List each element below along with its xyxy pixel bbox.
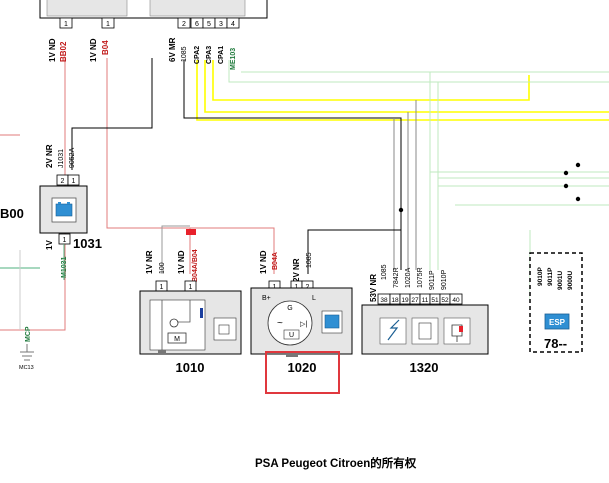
module-1020-left-label: 1V ND (259, 250, 268, 274)
module-1320-wire-1: 1085 (381, 264, 388, 280)
mcp-ground: MCP MC13 (19, 326, 34, 371)
module-1320-pin-5: 11 (422, 297, 429, 304)
top-pin-7: 4 (231, 21, 235, 28)
top-label-1vnd-a: 1V ND (48, 38, 57, 62)
module-1020-left-wire: B04A (272, 252, 279, 270)
top-pin-5: 5 (207, 21, 211, 28)
module-1010-pin-1: 1 (160, 284, 164, 291)
copyright-footer: PSA Peugeot Citroen的所有权 (255, 456, 417, 470)
svg-text:~: ~ (277, 318, 283, 329)
top-pin-6: 3 (219, 21, 223, 28)
top-wire-bb02: BB02 (59, 41, 68, 62)
battery-icon (55, 203, 73, 217)
regulator-icon (324, 314, 340, 329)
module-1320-connector: 53V NR (369, 274, 378, 302)
module-1031-id: 1031 (73, 236, 102, 251)
top-wire-cpa1: CPA1 (218, 46, 225, 64)
module-1020-right-wire: 1085 (306, 252, 313, 268)
module-1020: 1V ND B04A 2V NR 1085 1 1 2 B+ L G ~ ▷| … (250, 250, 353, 394)
module-1020-terminal-g: G (287, 305, 292, 312)
module-1031-connector-label: 2V NR (45, 144, 54, 168)
esp-module: 9010P 9011P 9001U 9000U ESP 78-- (529, 252, 583, 353)
top-wire-cpa3: CPA3 (206, 46, 213, 64)
esp-wire-4: 9000U (567, 271, 574, 290)
module-1031-wire-9052a: 9052A (69, 147, 76, 168)
svg-text:▷|: ▷| (300, 321, 307, 328)
module-1020-terminal-u: U (289, 332, 294, 339)
top-pin-2: 1 (106, 21, 110, 28)
module-1031-pin-bottom: 1 (63, 237, 67, 244)
module-1320-wire-4: 1075R (417, 267, 424, 288)
module-1320-pin-4: 27 (411, 297, 419, 304)
module-1320-pin-8: 40 (452, 297, 460, 304)
svg-text:M: M (174, 336, 180, 343)
module-1031-pin-2: 2 (61, 178, 65, 185)
module-1031-wire-j1031: J1031 (58, 149, 65, 168)
module-1031-pin-1: 1 (72, 178, 76, 185)
module-1320: 53V NR 1085 7842R 1020A 1075R 9011P 9010… (361, 264, 489, 375)
module-1010-right-wire: B04A/B04 (192, 249, 199, 282)
module-1320-pin-2: 18 (391, 297, 399, 304)
top-wire-b04: B04 (101, 40, 110, 55)
top-label-1vnd-b: 1V ND (89, 38, 98, 62)
module-1010-id: 1010 (176, 360, 205, 375)
highlight-box (265, 351, 340, 394)
top-pin-3: 2 (182, 21, 186, 28)
red-connector-marker (186, 229, 196, 235)
top-pin-1: 1 (64, 21, 68, 28)
module-1020-right-label: 2V NR (292, 258, 301, 282)
top-module: 1 1 2 6 5 3 4 1V ND BB02 1V ND B04 6V MR… (39, 0, 268, 70)
module-1320-wire-3: 1020A (405, 267, 412, 288)
motor-icon (167, 332, 187, 344)
module-1020-id: 1020 (288, 360, 317, 375)
module-1320-pin-6: 51 (431, 297, 439, 304)
ground-icon (20, 344, 34, 361)
top-label-6vmr: 6V MR (168, 37, 177, 62)
module-1010-left-label: 1V NR (145, 250, 154, 274)
esp-id: 78-- (544, 336, 567, 351)
module-1320-wire-6: 9010P (441, 269, 448, 290)
mcp-label: MCP (25, 326, 32, 342)
module-1031-side-label: B00 (0, 206, 24, 221)
mcp-ground-label: MC13 (19, 365, 34, 371)
esp-wire-1: 9010P (537, 267, 544, 286)
module-1010-pin-2: 1 (189, 284, 193, 291)
module-1320-pin-3: 19 (401, 297, 409, 304)
top-wire-cpa2: CPA2 (194, 46, 201, 64)
wires (0, 58, 609, 331)
ignition-icon (387, 319, 400, 341)
esp-icon (544, 313, 570, 330)
module-1020-terminal-l: L (312, 295, 316, 302)
module-1320-pin-1: 38 (380, 297, 388, 304)
module-1031: 2V NR J1031 9052A 2 1 B00 1 1V 1031 M103… (0, 144, 102, 280)
top-wire-1085: 1085 (181, 46, 188, 62)
module-1320-wire-2: 7842R (393, 267, 400, 288)
module-1010-right-label: 1V ND (177, 250, 186, 274)
esp-wire-2: 9011P (547, 267, 554, 286)
esp-label: ESP (549, 318, 566, 327)
module-1031-connector-bottom: 1V (45, 240, 54, 250)
top-wire-me103: ME103 (230, 48, 237, 70)
module-1020-terminal-b: B+ (262, 295, 271, 302)
alternator-icon (267, 300, 313, 346)
module-1010-left-wire: 100 (159, 262, 166, 274)
module-1320-pin-7: 52 (441, 297, 449, 304)
injector-icon (451, 324, 463, 342)
module-1010: 1V NR 100 1V ND B04A/B04 1 1 M 1010 (139, 229, 242, 375)
starter-contact-icon (200, 308, 203, 318)
esp-wire-3: 9001U (557, 271, 564, 290)
ecu-icon (418, 322, 432, 340)
top-pin-4: 6 (195, 21, 199, 28)
module-1320-id: 1320 (410, 360, 439, 375)
module-1320-wire-5: 9011P (429, 270, 436, 290)
